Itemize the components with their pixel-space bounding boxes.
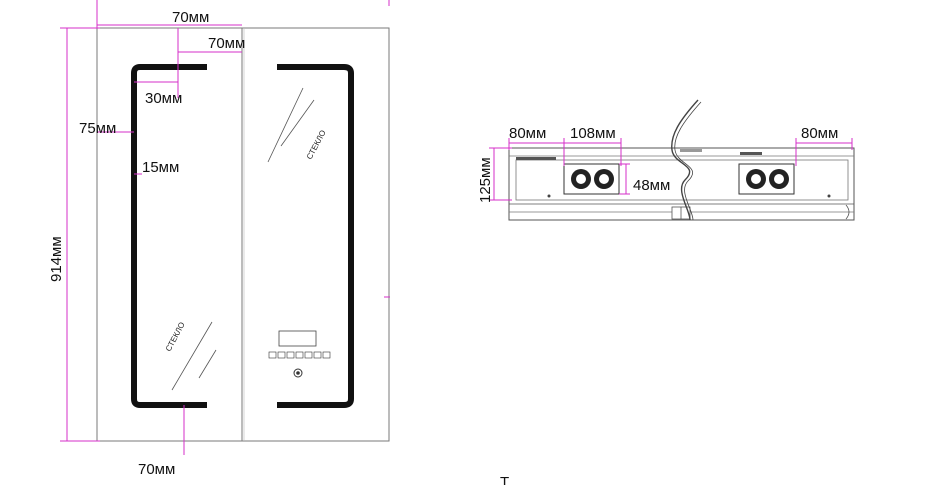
sensor-button-core bbox=[296, 371, 300, 375]
power-cable bbox=[671, 99, 699, 221]
speaker-width-label: 108мм bbox=[570, 125, 616, 142]
right-led-strip bbox=[277, 64, 354, 408]
control-button bbox=[304, 351, 313, 359]
strip-width-label: 15мм bbox=[142, 159, 179, 176]
speaker-driver-center bbox=[599, 174, 609, 184]
top-margin-label: 70мм bbox=[172, 9, 209, 26]
control-button bbox=[286, 351, 295, 359]
depth-label: 125мм bbox=[477, 157, 494, 203]
top-view-mark bbox=[680, 149, 702, 152]
cabinet-outline bbox=[96, 27, 390, 442]
glass-reflection-line bbox=[280, 99, 315, 147]
footer-glyph: Т bbox=[500, 474, 509, 485]
display-screen bbox=[278, 330, 317, 347]
front-view: СТЕКЛО СТЕКЛО 914мм 70мм 70мм bbox=[48, 0, 390, 478]
side-margin-label: 75мм bbox=[79, 120, 116, 137]
top-view-mark bbox=[740, 152, 762, 155]
control-button bbox=[277, 351, 286, 359]
glass-reflection-line bbox=[267, 87, 304, 163]
speaker-driver-center bbox=[751, 174, 761, 184]
top-view-mark bbox=[516, 157, 556, 160]
top-view-end-cap bbox=[845, 204, 850, 220]
gap-label: 70мм bbox=[208, 35, 245, 52]
height-label: 914мм bbox=[48, 236, 65, 282]
left-speaker bbox=[563, 163, 620, 195]
top-view-hinge bbox=[827, 194, 831, 198]
control-buttons bbox=[268, 351, 331, 359]
control-button bbox=[295, 351, 304, 359]
power-cable bbox=[674, 101, 702, 221]
left-margin-label: 80мм bbox=[509, 125, 546, 142]
control-button bbox=[268, 351, 277, 359]
right-margin-label: 80мм bbox=[801, 125, 838, 142]
bottom-margin-label: 70мм bbox=[138, 461, 175, 478]
speaker-driver-center bbox=[774, 174, 784, 184]
speaker-height-label: 48мм bbox=[633, 177, 670, 194]
glass-reflection-line bbox=[171, 321, 213, 391]
right-speaker bbox=[738, 163, 795, 195]
left-led-strip bbox=[131, 64, 207, 408]
control-button bbox=[313, 351, 322, 359]
inner-offset-label: 30мм bbox=[145, 90, 182, 107]
top-view: 80мм 108мм 80мм 125мм 48мм bbox=[477, 99, 855, 221]
control-button bbox=[322, 351, 331, 359]
glass-reflection-line bbox=[198, 349, 217, 379]
top-view-hinge bbox=[547, 194, 551, 198]
speaker-driver-center bbox=[576, 174, 586, 184]
